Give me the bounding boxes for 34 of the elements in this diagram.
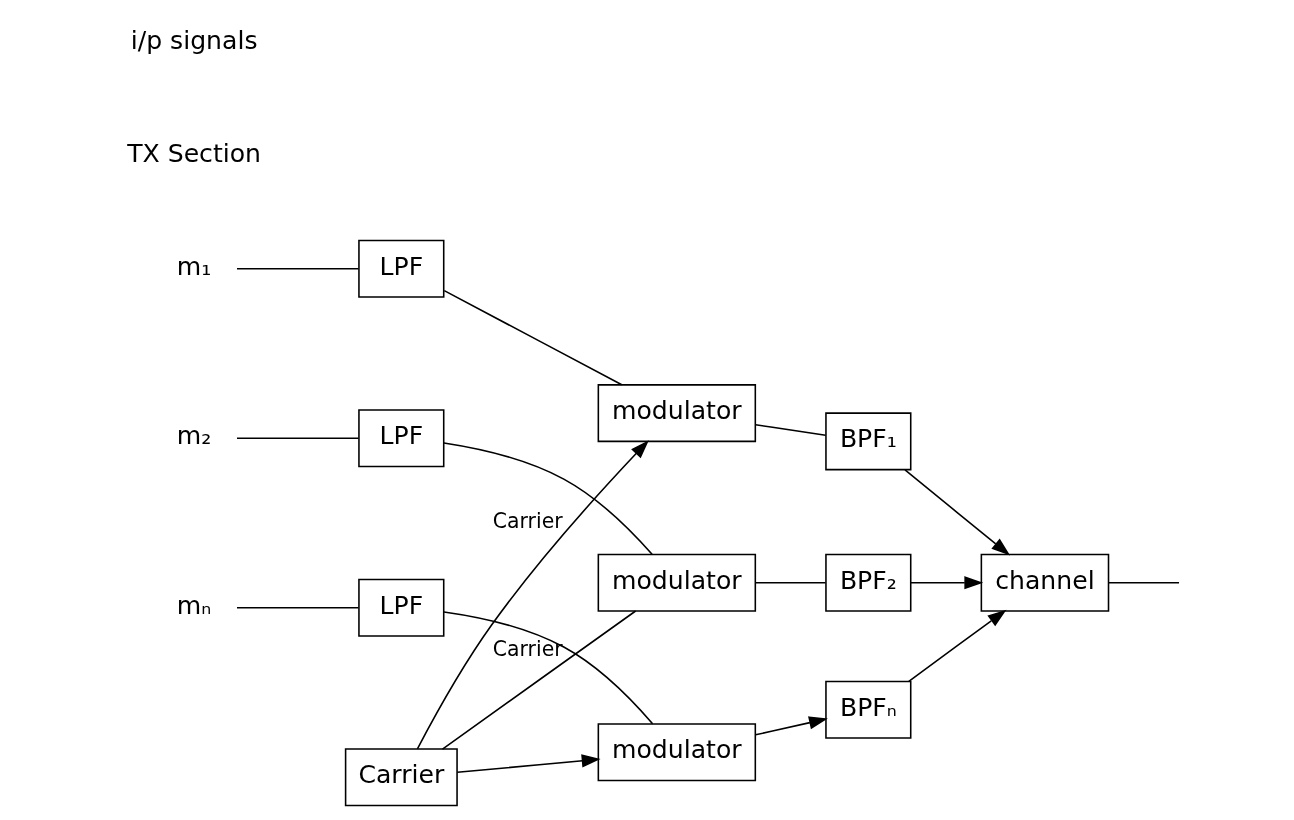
arrow [456, 754, 601, 774]
arrow [416, 440, 649, 750]
edge-label: Carrier [492, 509, 563, 534]
arrow [910, 576, 984, 590]
label: TX Section [127, 138, 262, 168]
connector [236, 607, 360, 609]
connector [754, 581, 827, 584]
node-box: BPFₙ [825, 680, 912, 739]
node-box: Carrier [344, 748, 458, 807]
connector [443, 611, 654, 725]
connector [443, 442, 653, 556]
connector [441, 610, 637, 750]
node-box: LPF [358, 578, 445, 637]
connector [236, 437, 360, 440]
label: i/p signals [130, 25, 258, 55]
connector [443, 289, 623, 386]
node-box: channel [980, 553, 1110, 612]
node-box: modulator [597, 553, 757, 612]
node-text: mₙ [176, 590, 212, 620]
node-box: BPF₁ [825, 412, 912, 471]
node-box: BPF₂ [825, 553, 912, 612]
arrow [904, 469, 1011, 556]
arrow [754, 716, 828, 736]
connector [754, 423, 827, 436]
node-text: m₂ [176, 421, 212, 451]
node-box: modulator [597, 723, 757, 782]
arrow [908, 609, 1007, 683]
node-box: LPF [358, 409, 445, 468]
connector [1108, 581, 1180, 584]
edge-label: Carrier [492, 636, 563, 661]
connector [236, 267, 360, 270]
node-box: LPF [358, 239, 445, 298]
node-box: modulator [597, 384, 757, 443]
node-text: m₁ [176, 251, 212, 281]
